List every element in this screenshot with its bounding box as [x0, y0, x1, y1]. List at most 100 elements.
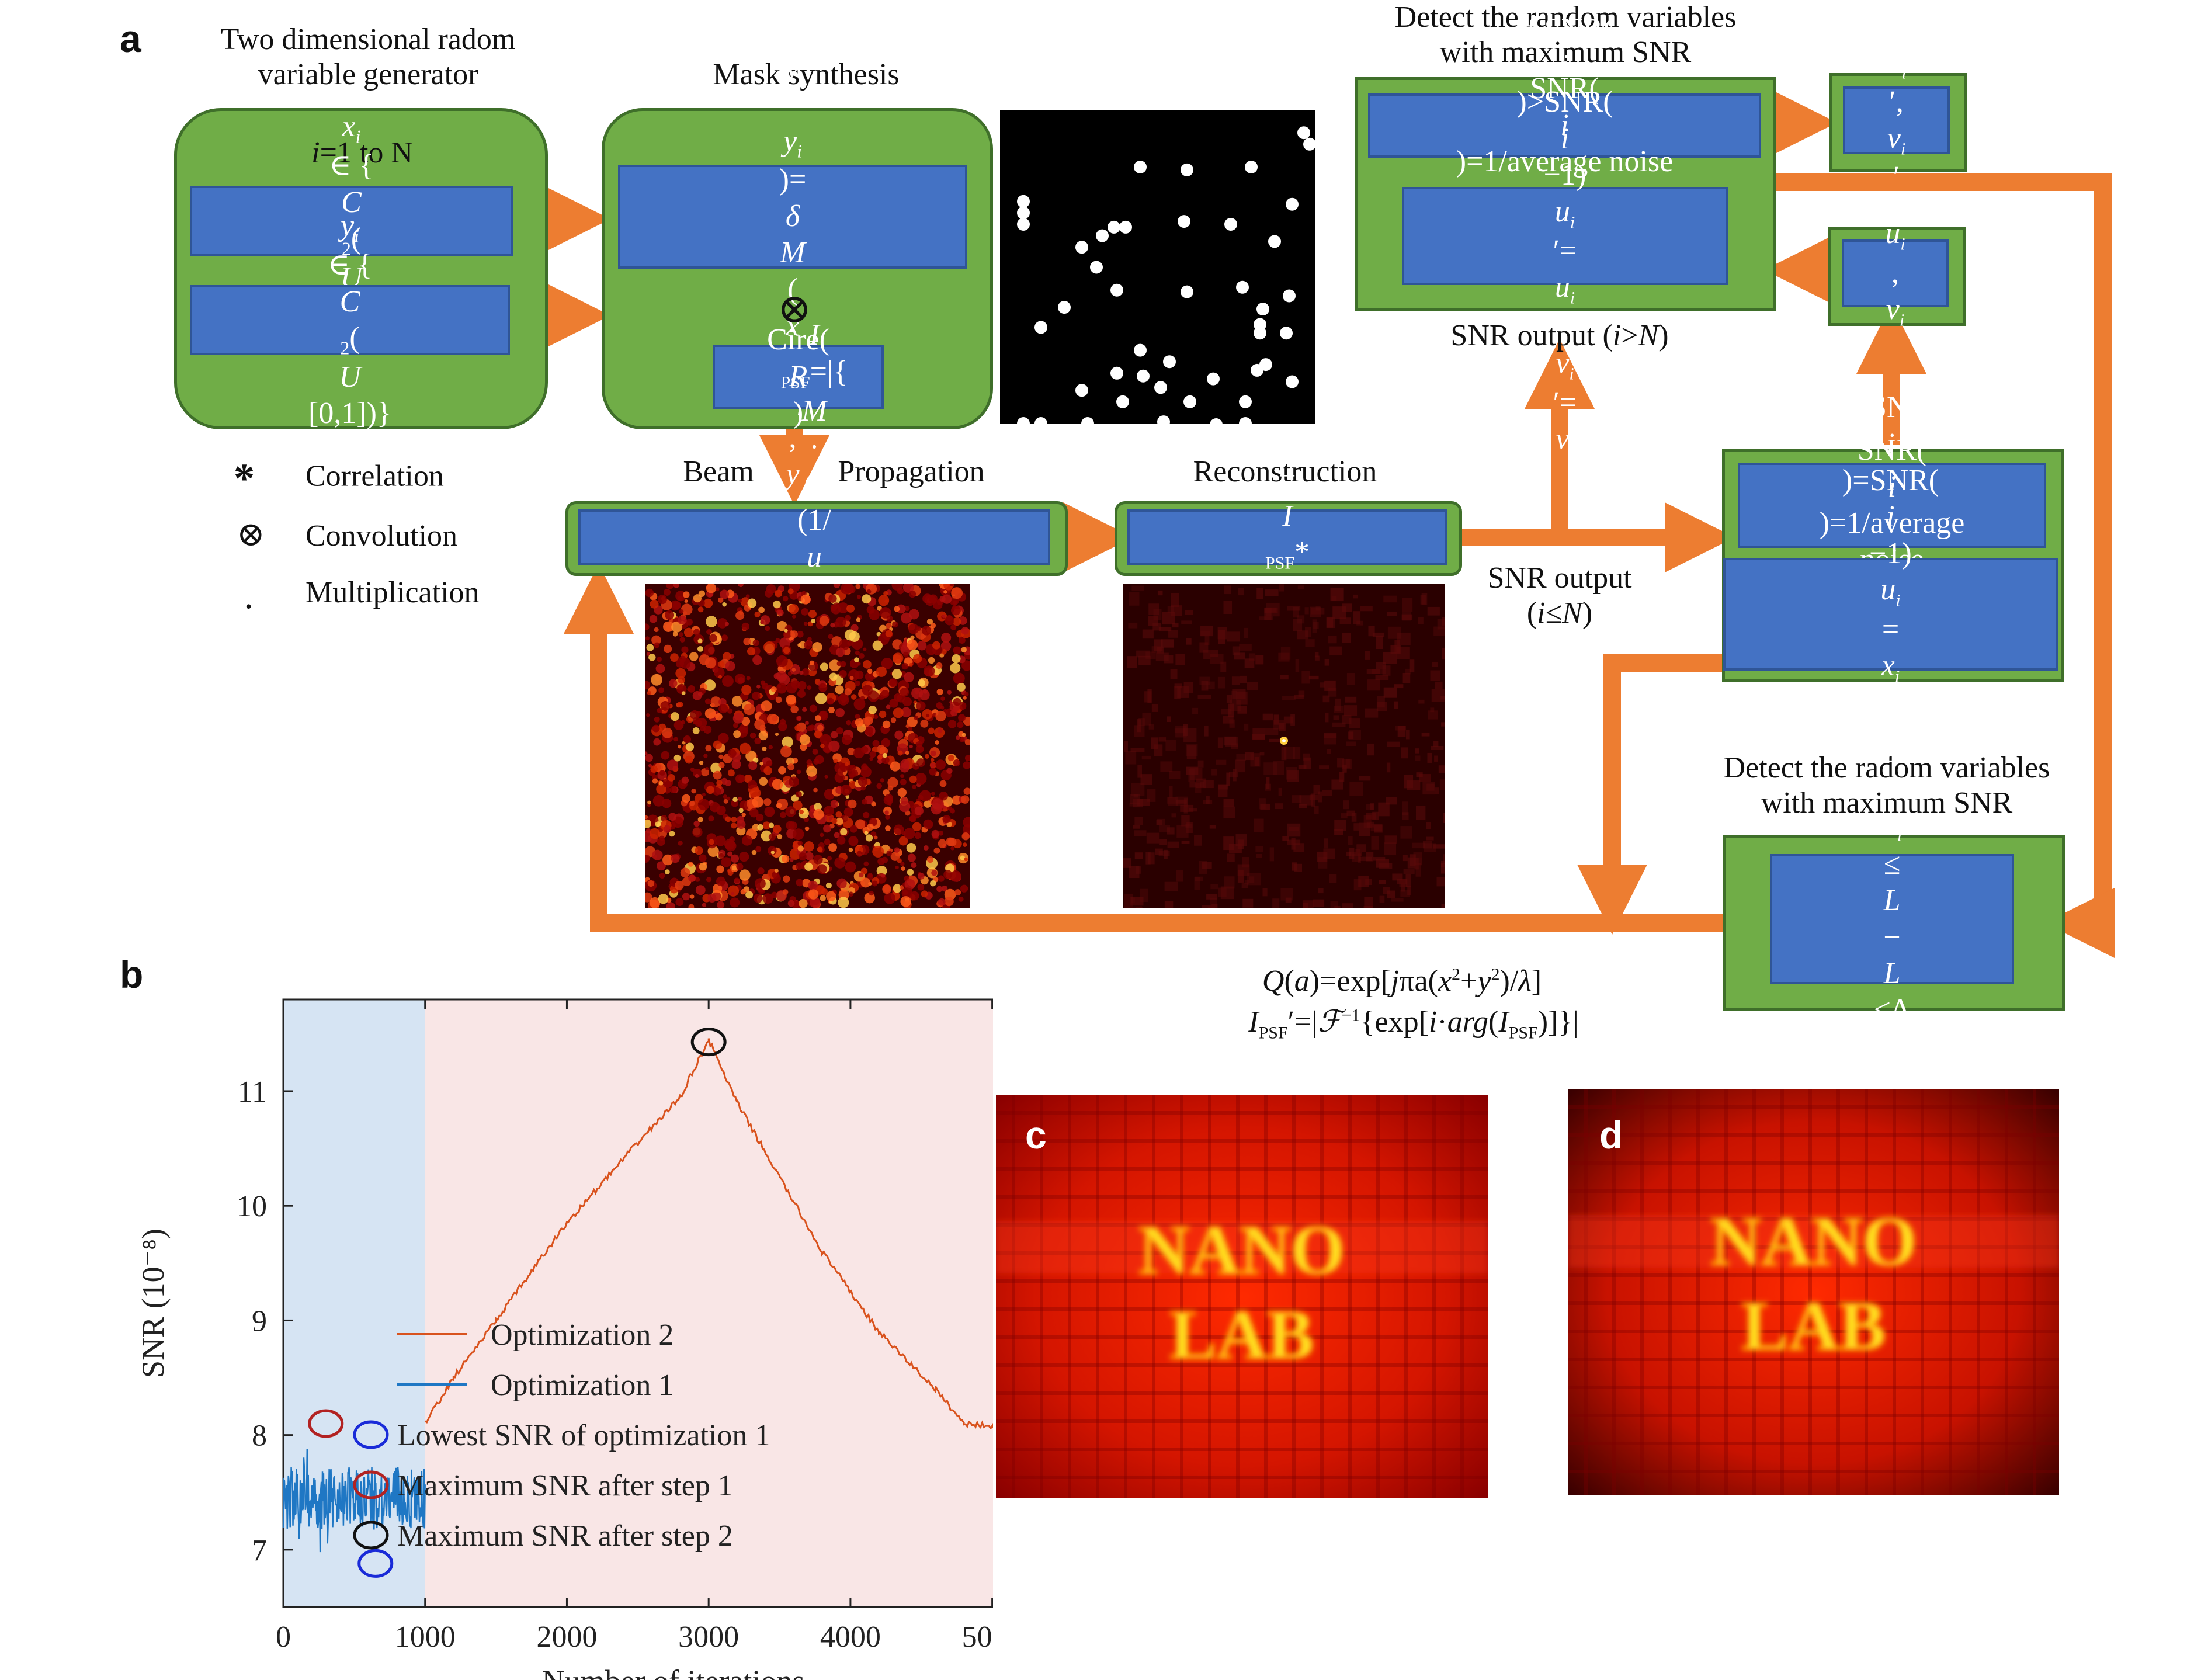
- recon-noise: [1358, 856, 1373, 862]
- recon-noise: [1440, 696, 1445, 700]
- recon-noise: [1167, 841, 1179, 849]
- speckle-grain: [747, 780, 758, 790]
- recon-noise: [1155, 848, 1163, 855]
- speckle-grain: [777, 834, 783, 839]
- recon-noise: [1285, 767, 1298, 780]
- recon-noise: [1203, 779, 1214, 789]
- mask-dot: [1254, 327, 1266, 340]
- speckle-grain: [807, 685, 812, 690]
- speckle-grain: [645, 681, 651, 690]
- generator-box: [174, 108, 548, 429]
- speckle-grain: [775, 696, 782, 703]
- recon-noise: [1409, 659, 1415, 673]
- recon-noise: [1189, 782, 1197, 788]
- snr-output-low-line1: SNR output: [1487, 561, 1632, 595]
- recon-noise: [1223, 716, 1234, 724]
- speckle-grain: [818, 710, 829, 721]
- x-tick-label: 1000: [395, 1620, 456, 1654]
- recon-noise: [1156, 820, 1162, 825]
- speckle-grain: [839, 639, 850, 650]
- recon-noise: [1346, 673, 1355, 686]
- recon-noise: [1278, 787, 1282, 796]
- x-tick-label: 4000: [820, 1620, 881, 1654]
- speckle-grain: [657, 838, 665, 846]
- speckle-grain: [649, 897, 661, 908]
- recon-noise: [1210, 884, 1218, 890]
- reconstruction-image: [1123, 584, 1445, 908]
- recon-noise: [1324, 658, 1329, 666]
- recon-noise: [1171, 593, 1179, 607]
- shaded-region-2: [425, 999, 993, 1607]
- recon-noise: [1280, 647, 1291, 660]
- speckle-grain: [721, 634, 728, 641]
- speckle-grain: [848, 584, 852, 586]
- recon-noise: [1376, 702, 1387, 711]
- recon-noise: [1194, 877, 1200, 890]
- mask-dot: [1207, 372, 1220, 386]
- recon-noise: [1402, 801, 1409, 815]
- speckle-grain: [748, 761, 758, 770]
- recon-noise: [1217, 627, 1227, 640]
- speckle-grain: [722, 652, 731, 661]
- recon-noise: [1220, 661, 1227, 672]
- recon-noise: [1256, 588, 1263, 599]
- recon-noise: [1442, 647, 1445, 660]
- recon-noise: [1142, 629, 1154, 639]
- recon-peak-core: [1282, 739, 1286, 742]
- recon-noise: [1318, 888, 1324, 894]
- speckle-grain: [849, 631, 860, 642]
- speckle-grain: [912, 654, 922, 664]
- recon-noise: [1424, 843, 1436, 852]
- speckle-grain: [678, 841, 683, 846]
- speckle-grain: [758, 606, 765, 613]
- recon-noise: [1366, 821, 1374, 828]
- recon-noise: [1412, 842, 1425, 849]
- speckle-grain: [780, 745, 792, 758]
- recon-noise: [1148, 603, 1159, 616]
- mask-title: Mask synthesis: [713, 58, 900, 91]
- recon-noise: [1241, 883, 1248, 888]
- recon-noise: [1329, 874, 1337, 883]
- recon-noise: [1189, 808, 1197, 812]
- legend-marker-key: [353, 1470, 389, 1499]
- speckle-grain: [871, 801, 876, 807]
- recon-noise: [1413, 852, 1422, 858]
- speckle-grain: [648, 654, 656, 661]
- speckle-grain: [764, 806, 775, 817]
- recon-noise: [1128, 622, 1138, 629]
- recon-noise: [1394, 684, 1404, 689]
- recon-noise: [1165, 740, 1176, 751]
- recon-noise: [1160, 761, 1173, 772]
- speckle-grain: [910, 635, 915, 640]
- speckle-grain: [695, 773, 699, 779]
- recon-noise: [1124, 741, 1128, 752]
- legend-label: Maximum SNR after step 1: [397, 1469, 733, 1502]
- recon-noise: [1183, 798, 1188, 807]
- recon-noise: [1293, 695, 1304, 699]
- speckle-grain: [958, 896, 964, 902]
- speckle-grain: [830, 800, 839, 808]
- speckle-grain: [850, 624, 859, 632]
- speckle-grain: [878, 595, 890, 606]
- speckle-grain: [722, 602, 727, 607]
- speckle-grain: [867, 690, 879, 702]
- speckle-grain: [881, 658, 893, 669]
- multiplication-label: Multiplication: [305, 576, 480, 609]
- lab-text: LAB: [1170, 1296, 1314, 1373]
- recon-noise: [1358, 853, 1362, 863]
- mask-dot: [1137, 369, 1150, 383]
- speckle-grain: [804, 841, 814, 852]
- recon-noise: [1245, 752, 1254, 761]
- speckle-grain: [661, 751, 670, 760]
- recon-noise: [1236, 754, 1247, 761]
- speckle-grain: [897, 750, 903, 756]
- legend-label: Lowest SNR of optimization 1: [397, 1419, 770, 1452]
- speckle-grain: [841, 785, 852, 796]
- speckle-grain: [727, 749, 737, 758]
- speckle-grain: [715, 713, 723, 721]
- speckle-grain: [649, 828, 661, 839]
- recon-noise: [1421, 733, 1430, 737]
- speckle-grain: [863, 861, 869, 867]
- recon-noise: [1441, 904, 1445, 908]
- recon-noise: [1146, 832, 1160, 844]
